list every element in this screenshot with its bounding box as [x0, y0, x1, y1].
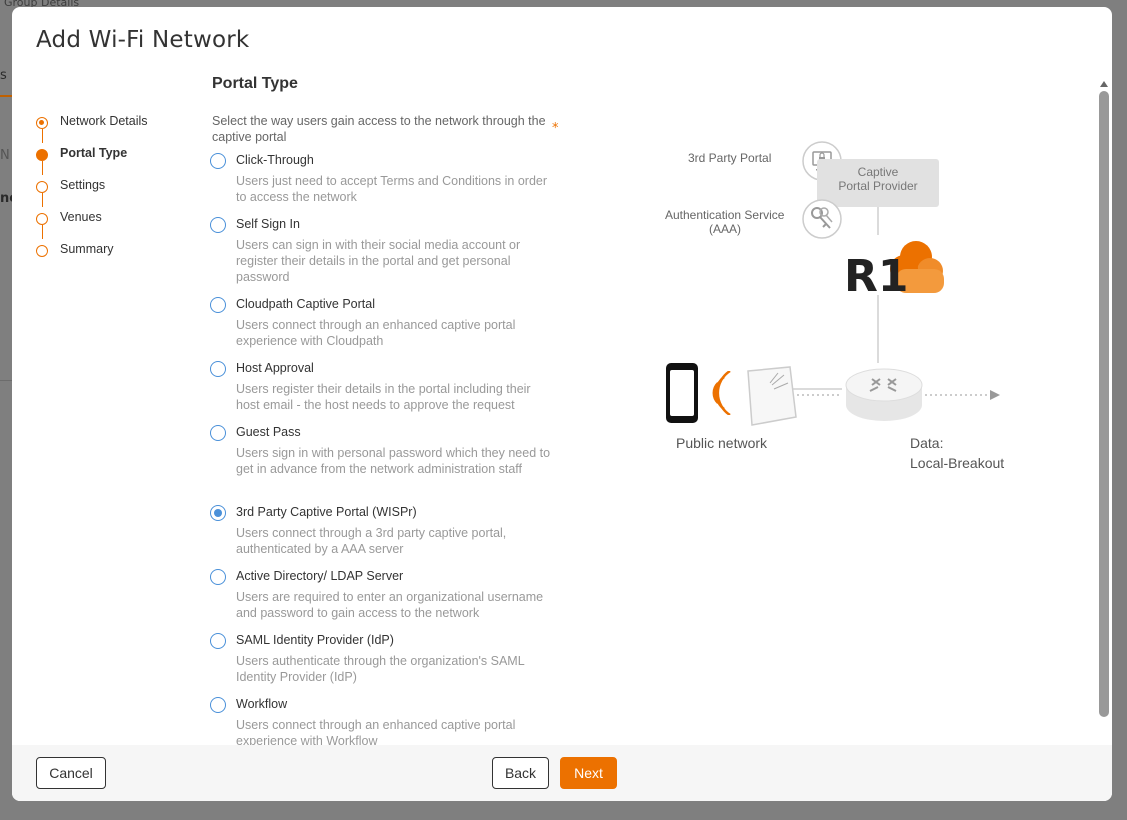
- r1-cloud-logo: R1: [844, 241, 944, 297]
- radio-button[interactable]: [210, 569, 226, 585]
- radio-button[interactable]: [210, 361, 226, 377]
- option-description: Users connect through a 3rd party captiv…: [236, 526, 507, 556]
- modal-title: Add Wi-Fi Network: [36, 27, 250, 53]
- wifi-signal-icon: [712, 371, 731, 415]
- router-icon: [845, 368, 923, 421]
- vertical-scrollbar[interactable]: [1096, 79, 1112, 799]
- radio-button[interactable]: [210, 153, 226, 169]
- option-label: SAML Identity Provider (IdP): [236, 633, 394, 647]
- option-description: Users connect through an enhanced captiv…: [236, 718, 516, 745]
- radio-button[interactable]: [210, 697, 226, 713]
- option-description: Users are required to enter an organizat…: [236, 590, 544, 620]
- modal-footer: Cancel Back Next: [12, 745, 1112, 801]
- local-breakout-label: Local-Breakout: [910, 455, 1005, 471]
- radio-button[interactable]: [210, 297, 226, 313]
- option-description: Users just need to accept Terms and Cond…: [236, 174, 548, 204]
- step-indicator-icon: [36, 245, 48, 257]
- background-fragment: N: [0, 148, 10, 163]
- option-label: 3rd Party Captive Portal (WISPr): [236, 505, 417, 519]
- captive-line2: Portal Provider: [838, 179, 918, 193]
- diagram-connectors: [787, 207, 1000, 400]
- step-label: Portal Type: [60, 146, 128, 160]
- add-wifi-network-modal: Add Wi-Fi Network Network Details Portal…: [12, 7, 1112, 801]
- option-label: Self Sign In: [236, 217, 300, 231]
- background-fragment: s: [0, 68, 7, 83]
- stepper-connector: [41, 129, 43, 143]
- step-indicator-icon: [36, 149, 48, 161]
- portal-type-prompt: Select the way users gain access to the …: [212, 114, 546, 144]
- radio-button-selected[interactable]: [210, 505, 226, 521]
- access-point-icon: [747, 366, 797, 426]
- step-venues: Venues: [36, 209, 102, 229]
- captive-line1: Captive: [857, 165, 899, 179]
- option-label: Click-Through: [236, 153, 314, 167]
- step-label: Summary: [60, 242, 114, 256]
- step-network-details[interactable]: Network Details: [36, 113, 148, 133]
- section-title: Portal Type: [212, 75, 298, 92]
- data-label: Data:: [910, 435, 944, 451]
- background-tab-underline: [0, 95, 12, 97]
- auth-service-sublabel: (AAA): [709, 222, 742, 236]
- background-divider: [0, 380, 12, 381]
- stepper-connector: [41, 193, 43, 207]
- third-party-portal-label: 3rd Party Portal: [688, 151, 772, 165]
- cancel-button[interactable]: Cancel: [36, 757, 106, 789]
- portal-type-form: Select the way users gain access to the …: [12, 107, 1112, 745]
- option-label: Host Approval: [236, 361, 314, 375]
- required-marker: *: [552, 121, 559, 136]
- step-summary: Summary: [36, 241, 113, 261]
- option-description: Users sign in with personal password whi…: [236, 446, 551, 476]
- option-label: Cloudpath Captive Portal: [236, 297, 375, 311]
- radio-button[interactable]: [210, 633, 226, 649]
- back-button[interactable]: Back: [492, 757, 549, 789]
- stepper-connector: [41, 225, 43, 239]
- option-label: Guest Pass: [236, 425, 301, 439]
- stepper-connector: [41, 161, 43, 175]
- option-label: Workflow: [236, 697, 288, 711]
- step-label: Venues: [60, 210, 102, 224]
- captive-portal-provider-box: Captive Portal Provider: [817, 159, 939, 207]
- step-settings: Settings: [36, 177, 105, 197]
- option-description: Users can sign in with their social medi…: [236, 238, 521, 284]
- phone-icon: [666, 363, 698, 423]
- step-label: Settings: [60, 178, 106, 192]
- option-description: Users register their details in the port…: [236, 382, 531, 412]
- radio-button[interactable]: [210, 425, 226, 441]
- option-label: Active Directory/ LDAP Server: [236, 569, 404, 583]
- radio-button[interactable]: [210, 217, 226, 233]
- step-indicator-icon: [36, 213, 48, 225]
- scroll-thumb[interactable]: [1099, 91, 1109, 717]
- step-indicator-icon: [36, 117, 48, 129]
- step-label: Network Details: [60, 114, 148, 128]
- step-portal-type[interactable]: Portal Type: [36, 145, 127, 165]
- background-breadcrumb: Group Details: [4, 0, 80, 9]
- portal-diagram: 3rd Party Portal Captive Portal Provider…: [632, 127, 1032, 487]
- step-indicator-icon: [36, 181, 48, 193]
- option-description: Users authenticate through the organizat…: [236, 654, 525, 684]
- option-description: Users connect through an enhanced captiv…: [236, 318, 516, 348]
- keys-icon: [802, 199, 842, 239]
- scroll-up-icon[interactable]: [1100, 81, 1108, 87]
- public-network-label: Public network: [676, 435, 768, 451]
- auth-service-label: Authentication Service: [665, 208, 785, 222]
- next-button[interactable]: Next: [560, 757, 617, 789]
- r1-logo-text: R1: [844, 251, 909, 297]
